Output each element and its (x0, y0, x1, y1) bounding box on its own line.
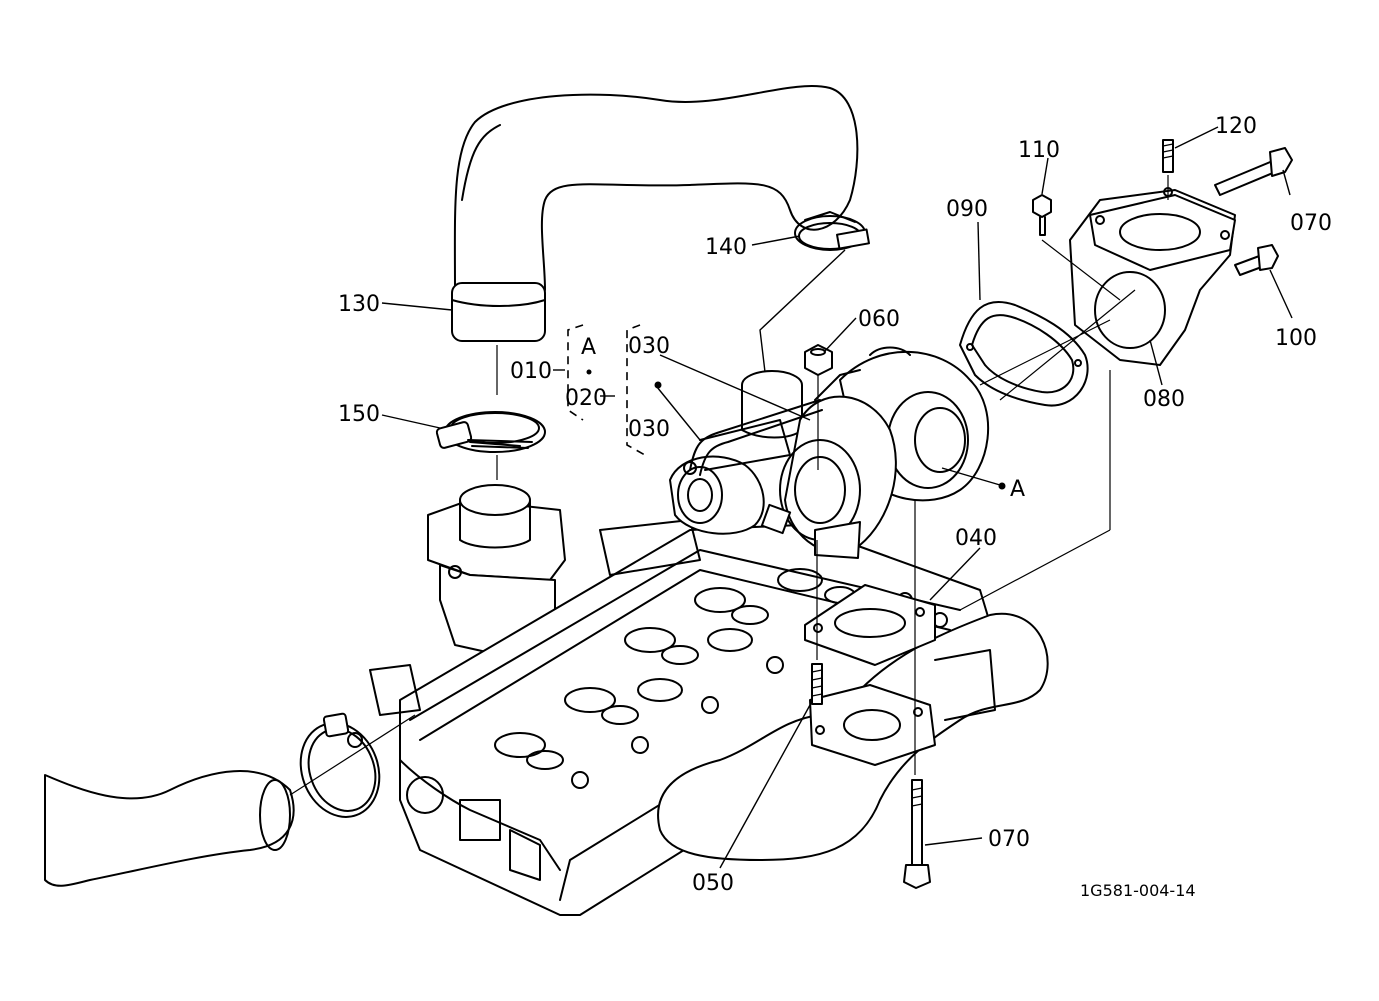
alignment-lines (289, 175, 1169, 796)
lower-hose (44, 770, 295, 887)
group-brackets (567, 324, 646, 456)
callout-150: 150 (338, 402, 380, 427)
callout-110: 110 (1018, 138, 1060, 163)
oil-line-030 (683, 369, 861, 476)
bolt-070-upper (1214, 147, 1293, 196)
callout-120: 120 (1215, 114, 1257, 139)
gasket-090 (959, 300, 1089, 407)
hose-clamp-150 (435, 411, 546, 453)
bolt-100 (1234, 244, 1279, 276)
turbo-gasket-040 (804, 584, 936, 666)
nut-060 (804, 344, 833, 376)
group-marker-a-ref: A (1010, 477, 1025, 502)
hose-clamp-lower (299, 712, 381, 818)
callout-labels: 010 020 030 030 040 050 060 070 070 080 … (338, 114, 1332, 900)
callout-100: 100 (1275, 326, 1317, 351)
turbocharger-assembly (669, 346, 990, 559)
callout-040: 040 (955, 526, 997, 551)
callout-130: 130 (338, 292, 380, 317)
exhaust-elbow-080 (1069, 187, 1236, 366)
callout-050: 050 (692, 871, 734, 896)
leader-lines (381, 126, 1293, 869)
callout-030-lower: 030 (628, 417, 670, 442)
callout-140: 140 (705, 235, 747, 260)
callout-080: 080 (1143, 387, 1185, 412)
bolt-070-lower (903, 779, 931, 889)
callout-070-lower: 070 (988, 827, 1030, 852)
callout-090: 090 (946, 197, 988, 222)
stud-050 (811, 663, 823, 705)
intake-hose-130 (451, 85, 859, 342)
bolt-110 (1032, 194, 1052, 236)
callout-020: 020 (565, 386, 607, 411)
group-marker-a: A (581, 335, 596, 360)
callout-010: 010 (510, 359, 552, 384)
callout-060: 060 (858, 307, 900, 332)
callout-070-upper: 070 (1290, 211, 1332, 236)
callout-030-upper: 030 (628, 334, 670, 359)
drawing-reference: 1G581-004-14 (1080, 881, 1196, 900)
exhaust-manifold (657, 612, 1049, 861)
v-band-clamp-140 (794, 211, 870, 251)
stud-120 (1162, 139, 1174, 173)
